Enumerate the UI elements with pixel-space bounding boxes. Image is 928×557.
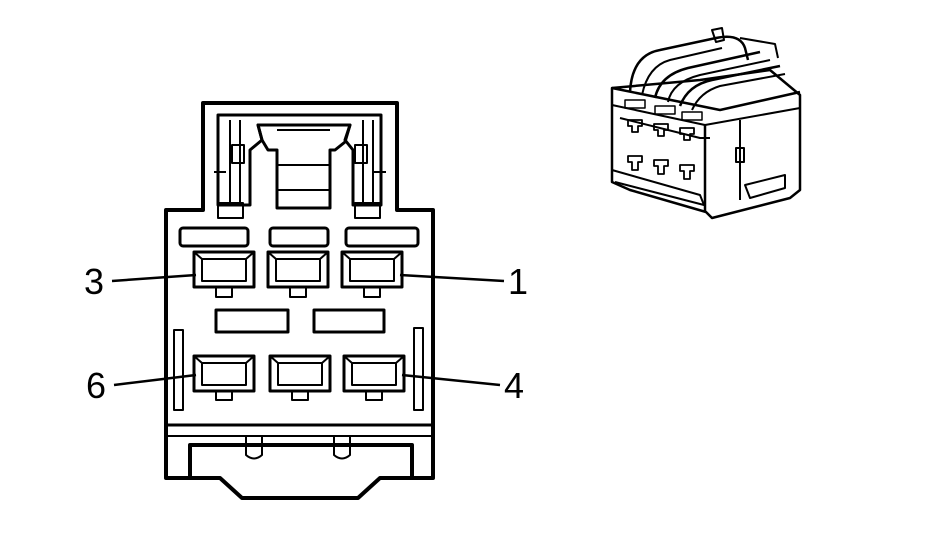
connector-base — [166, 423, 433, 500]
cavity-3 — [192, 250, 256, 298]
middle-slots — [214, 308, 386, 334]
upper-slots — [178, 226, 420, 248]
connector-isometric-view — [610, 27, 802, 220]
leader-line-3 — [111, 273, 197, 283]
cavity-row-1 — [192, 250, 404, 298]
cavity-5 — [268, 354, 332, 401]
pin-label-4: 4 — [504, 365, 525, 406]
connector-inner-frame — [216, 113, 383, 207]
cavity-4 — [342, 354, 406, 401]
pin-leader-lines — [111, 273, 505, 387]
latch-side-rails — [214, 120, 386, 219]
cavity-row-2 — [192, 354, 406, 401]
cavity-2 — [266, 250, 330, 298]
connector-face-view — [164, 101, 435, 500]
pin-label-1: 1 — [508, 261, 529, 302]
leader-line-4 — [401, 373, 501, 387]
pin-label-3: 3 — [84, 261, 105, 302]
leader-line-1 — [399, 273, 505, 283]
cavity-1 — [340, 250, 404, 298]
cavity-6 — [192, 354, 256, 401]
latch-tab — [256, 123, 352, 210]
pin-label-6: 6 — [86, 365, 107, 406]
leader-line-6 — [113, 373, 197, 387]
connector-housing-outline — [164, 101, 435, 480]
side-ribs — [173, 327, 424, 411]
